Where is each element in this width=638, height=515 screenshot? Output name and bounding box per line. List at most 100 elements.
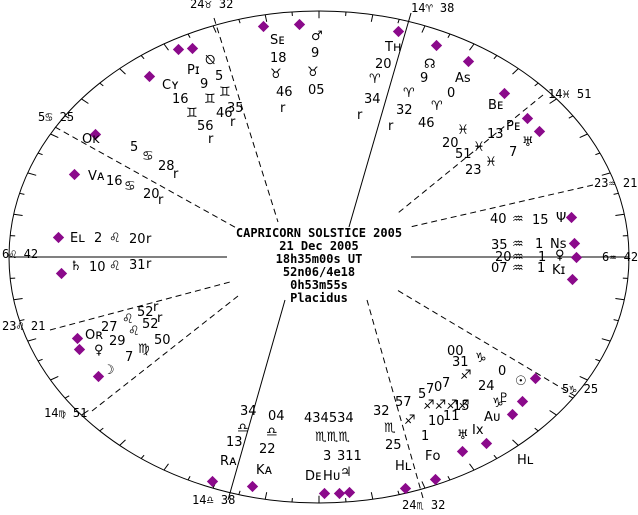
planet-label: 18: [270, 51, 287, 66]
marker-node: [430, 39, 443, 52]
marker-venus: [73, 343, 86, 356]
planet-label: 46: [216, 106, 233, 121]
planet-label: ♐: [404, 413, 416, 428]
tick-mark: [447, 33, 451, 38]
chart-time: 18h35m00s UT: [276, 252, 363, 266]
planet-label: ♈: [431, 99, 443, 114]
chart-date: 21 Dec 2005: [279, 239, 358, 253]
marker-hu: [333, 487, 346, 500]
marker-se: [257, 20, 270, 33]
planet-label: Fᴏ: [425, 449, 440, 464]
tick-mark: [50, 133, 59, 139]
planet-label: 52: [142, 317, 159, 332]
tick-mark: [50, 375, 59, 381]
tick-mark: [64, 395, 70, 399]
planet-label: 31: [452, 355, 469, 370]
planet-label: r: [357, 108, 363, 123]
planet-label: Hʟ: [517, 453, 534, 468]
planet-label: 9: [420, 71, 428, 86]
planet-label: Kᴀ: [256, 463, 273, 478]
tick-mark: [140, 55, 145, 60]
tick-mark: [370, 492, 374, 500]
planet-label: 32: [373, 404, 390, 419]
cusp-label: 14♈ 38: [411, 1, 454, 15]
planet-label: r: [153, 300, 159, 315]
planet-label: ♓: [485, 155, 497, 170]
planet-label: ♑: [492, 396, 504, 411]
tick-mark: [595, 152, 601, 156]
planet-label: ♒: [512, 261, 524, 276]
planet-label: ♌: [109, 231, 121, 246]
planet-label: ♄: [70, 259, 82, 274]
planet-label: 9: [311, 46, 319, 61]
marker-moon: [92, 370, 105, 383]
planet-label: 57: [395, 395, 412, 410]
planet-label: Oʀ: [85, 328, 103, 343]
planet-label: 46: [276, 85, 293, 100]
planet-label: r: [208, 132, 214, 147]
planet-label: ♈: [403, 86, 415, 101]
marker-fo: [429, 473, 442, 486]
marker-neptune: [565, 211, 578, 224]
marker-sun: [529, 372, 542, 385]
planet-label: ♓: [473, 140, 485, 155]
marker-mars: [293, 18, 306, 31]
planet-label: 10: [428, 414, 445, 429]
imum-coeli-line: [227, 299, 286, 501]
planet-label: ♌: [109, 259, 121, 274]
tick-mark: [469, 463, 475, 471]
planet-label: 46: [418, 116, 435, 131]
planet-label: ♀: [555, 248, 565, 263]
planet-label: 34: [240, 404, 257, 419]
tick-mark: [568, 395, 574, 399]
tick-mark: [238, 490, 241, 495]
planet-label: ♂: [311, 29, 323, 44]
planet-label: Kɪ: [552, 263, 566, 278]
planet-label: 7: [125, 350, 133, 365]
planet-label: 20: [375, 57, 392, 72]
planet-label: ♊: [186, 106, 198, 121]
cusp-label: 14♎ 38: [192, 493, 235, 507]
tick-mark: [27, 172, 37, 176]
planet-label: 34: [364, 92, 381, 107]
chart-sidereal-time: 0h53m55s: [290, 278, 348, 292]
planet-label: ♌: [122, 312, 134, 327]
planet-label: ♊: [204, 92, 216, 107]
planet-label: ♐: [460, 368, 472, 383]
planet-label: ♒: [512, 237, 524, 252]
planet-label: ♏: [384, 421, 396, 436]
tick-mark: [534, 82, 539, 87]
chart-location: 52n06/4e18: [283, 265, 355, 279]
marker-ki: [566, 273, 579, 286]
planet-label: 1: [535, 237, 543, 252]
tick-mark: [27, 338, 37, 342]
marker-ka: [246, 480, 259, 493]
marker-pi2: [186, 42, 199, 55]
marker-saturn: [55, 267, 68, 280]
marker-or: [71, 332, 84, 345]
planet-label: ⦰: [205, 53, 215, 68]
cusp-label: 14♓ 51: [548, 87, 591, 101]
marker-ns: [568, 237, 581, 250]
planet-label: r: [280, 101, 286, 116]
tick-mark: [549, 410, 557, 416]
planet-label: 40: [490, 212, 507, 227]
planet-label: 3: [323, 449, 331, 464]
planet-label: r: [388, 119, 394, 134]
tick-mark: [163, 463, 169, 471]
planet-label: 15: [532, 213, 549, 228]
tick-mark: [187, 33, 191, 38]
planet-label: 20: [143, 187, 160, 202]
planet-label: ♓: [457, 123, 469, 138]
tick-mark: [99, 82, 104, 87]
planet-label: 9: [200, 77, 208, 92]
marker-be: [498, 87, 511, 100]
cusp-label: 24♉ 32: [190, 0, 233, 11]
planet-label: r: [157, 311, 163, 326]
planet-label: 05: [308, 83, 325, 98]
marker-ok: [89, 128, 102, 141]
planet-label: r: [173, 167, 179, 182]
tick-mark: [397, 19, 400, 24]
